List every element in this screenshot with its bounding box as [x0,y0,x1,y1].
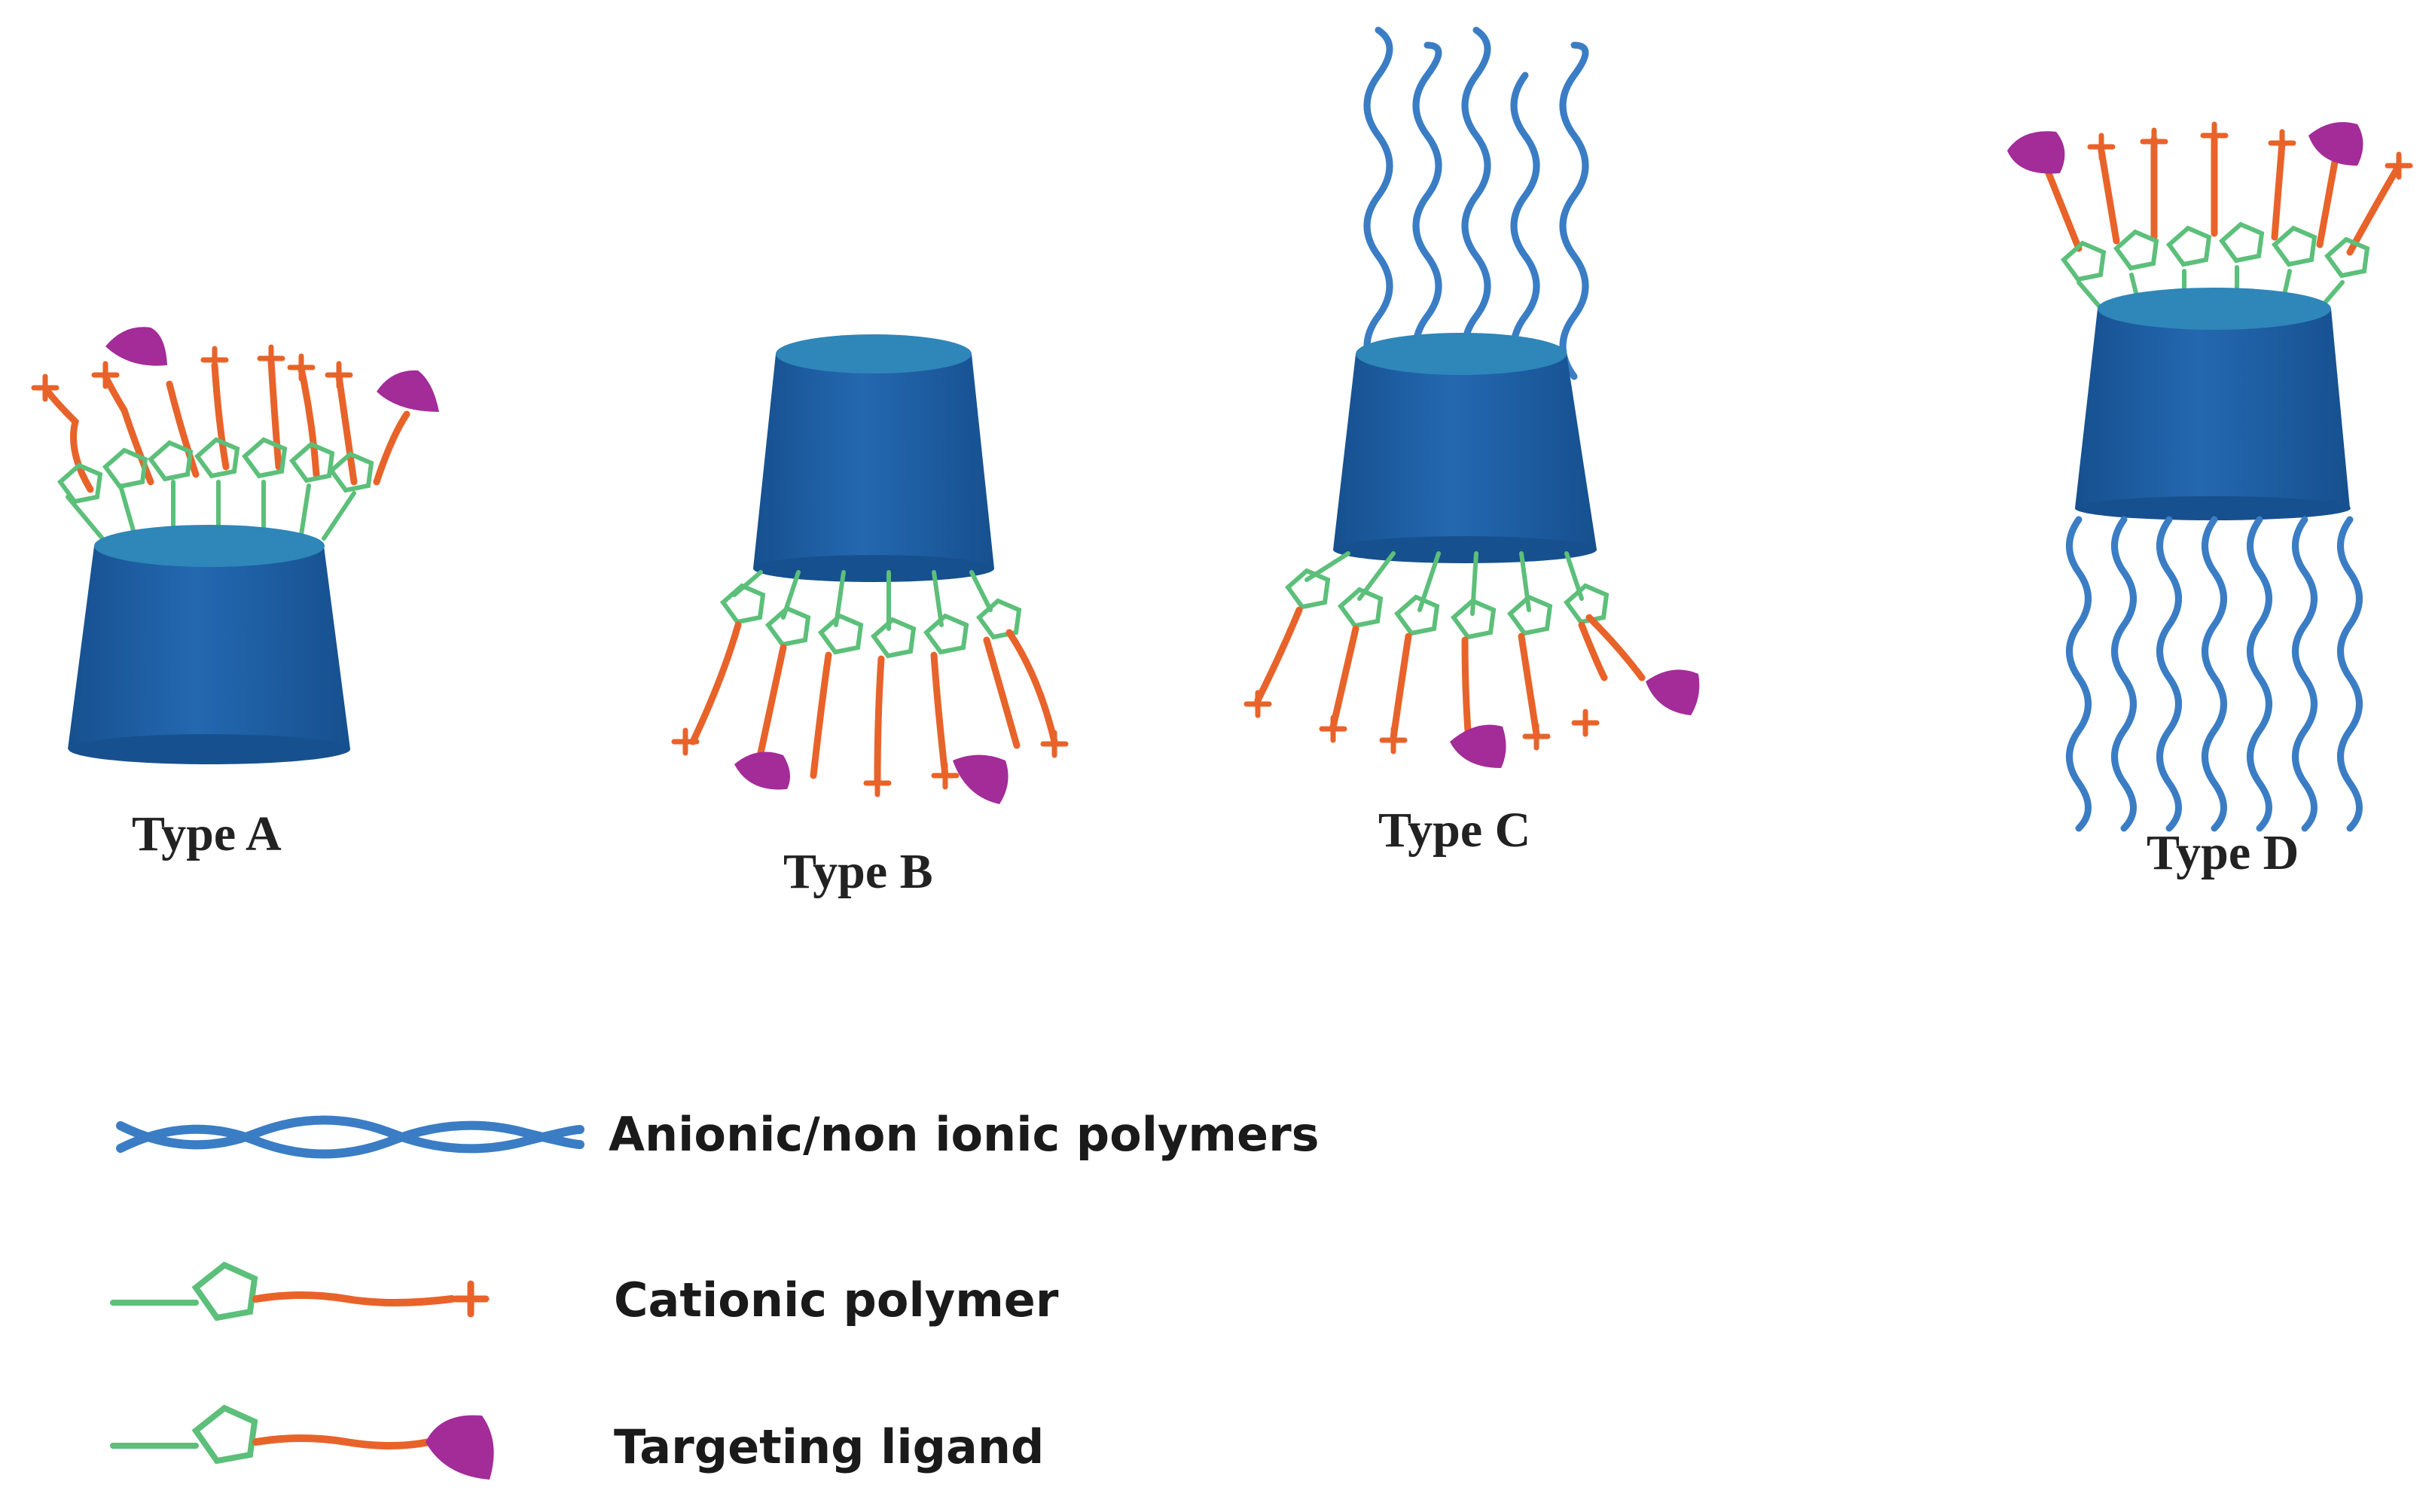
type-c-cyclodextrin [1333,354,1597,550]
type-a-cyclodextrin [68,546,350,749]
type-c-label: Type C [1378,803,1531,858]
legend-cationic-polymer-label: Cationic polymer [614,1273,1059,1328]
type-d-ligand-1 [2007,131,2065,174]
type-d-anionic-polymers [2066,516,2363,832]
type-d-chains [2045,121,2413,311]
pentagon-chain-plus-icon [110,1261,490,1321]
type-b-cyclodextrin [753,354,994,569]
pentagon-chain-ligand-icon [110,1404,494,1480]
wavy-polymer-icon [116,1115,584,1159]
type-c-structure [1243,26,1700,768]
type-d-structure [2007,121,2413,832]
type-a-ligand-2 [377,370,439,412]
legend-anionic-polymers-label: Anionic/non ionic polymers [609,1107,1320,1162]
type-b-ligand-2 [953,754,1008,804]
type-c-ligand-2 [1646,669,1700,715]
type-a-ligand-1 [105,327,167,366]
legend-targeting-ligand-label: Targeting ligand [614,1419,1045,1474]
type-d-cyclodextrin [2075,309,2350,508]
type-a-chains [31,344,410,544]
type-c-ligand-1 [1450,724,1506,768]
type-c-anionic-polymers [1363,26,1589,380]
type-c-chains [1243,551,1646,754]
type-d-ligand-2 [2308,122,2363,166]
type-d-label: Type D [2147,825,2299,880]
type-b-structure [671,334,1069,804]
type-b-chains [671,570,1069,797]
type-b-label: Type B [783,844,933,899]
type-a-structure [31,327,439,764]
type-b-ligand-1 [734,751,790,790]
type-a-label: Type A [132,806,282,861]
